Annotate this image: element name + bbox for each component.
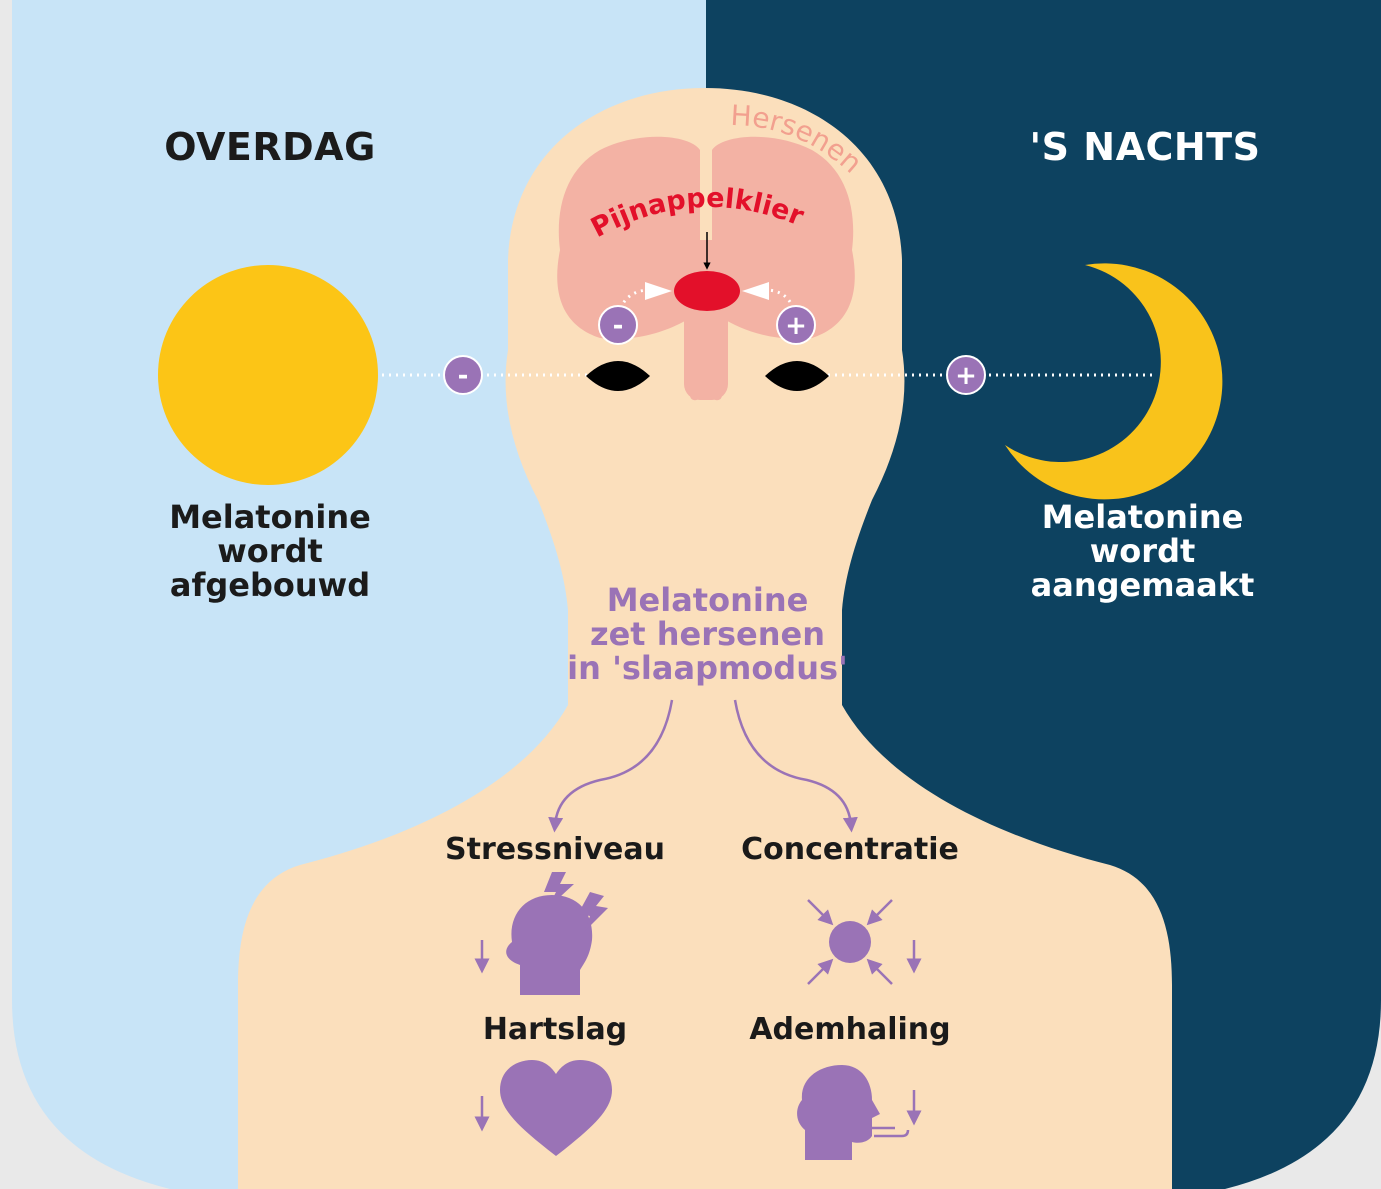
day-description-line: Melatonine bbox=[130, 500, 410, 534]
plus-badge-moon: + bbox=[947, 356, 985, 394]
night-description-line: aangemaakt bbox=[1000, 568, 1285, 602]
minus-badge-sun: - bbox=[444, 356, 482, 394]
svg-text:+: + bbox=[785, 311, 807, 341]
svg-text:+: + bbox=[955, 361, 977, 391]
night-title: 'S NACHTS bbox=[1000, 125, 1290, 169]
effect-summary: Melatonine zet hersenen in 'slaapmodus' bbox=[540, 583, 875, 685]
plus-badge-brain: + bbox=[777, 306, 815, 344]
svg-text:-: - bbox=[458, 361, 469, 391]
minus-badge-brain: - bbox=[599, 306, 637, 344]
svg-text:-: - bbox=[613, 311, 624, 341]
day-description-line: wordt bbox=[130, 534, 410, 568]
effect-heart-rate-label: Hartslag bbox=[455, 1012, 655, 1047]
effect-summary-line: zet hersenen bbox=[540, 617, 875, 651]
night-description-line: wordt bbox=[1000, 534, 1285, 568]
effect-summary-line: Melatonine bbox=[540, 583, 875, 617]
effect-concentration-label: Concentratie bbox=[720, 832, 980, 867]
day-description: Melatonine wordt afgebouwd bbox=[130, 500, 410, 602]
night-description: Melatonine wordt aangemaakt bbox=[1000, 500, 1285, 602]
day-description-line: afgebouwd bbox=[130, 568, 410, 602]
day-title: OVERDAG bbox=[150, 125, 390, 169]
effect-stress-label: Stressniveau bbox=[430, 832, 680, 867]
sun-icon bbox=[158, 265, 378, 485]
effect-breathing-label: Ademhaling bbox=[730, 1012, 970, 1047]
night-description-line: Melatonine bbox=[1000, 500, 1285, 534]
effect-summary-line: in 'slaapmodus' bbox=[540, 651, 875, 685]
pineal-gland bbox=[674, 271, 740, 311]
